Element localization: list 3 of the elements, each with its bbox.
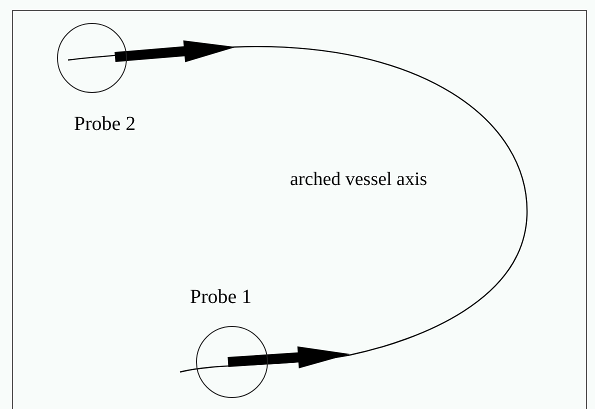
- axis-label: arched vessel axis: [290, 170, 428, 189]
- probe-label: Probe 1: [190, 287, 252, 307]
- probe-label: Probe 2: [74, 114, 136, 134]
